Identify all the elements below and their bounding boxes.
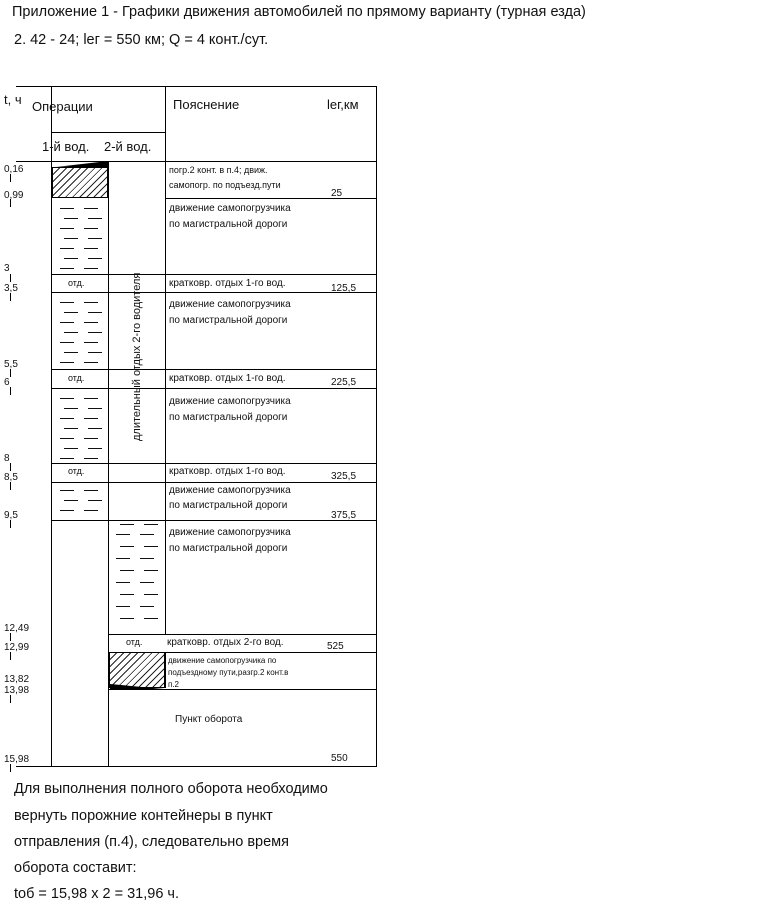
footer-line-2: вернуть порожние контейнеры в пункт bbox=[14, 808, 273, 824]
explanation-move-1: движение самопогрузчика bbox=[169, 396, 291, 407]
footer-line-3: отправления (п.4), следовательно время bbox=[14, 834, 290, 850]
explanation-move-2: по магистральной дороги bbox=[169, 543, 288, 554]
row-line bbox=[51, 388, 376, 389]
distance-label: 25 bbox=[331, 188, 343, 199]
explanation-rest-1: кратковр. отдых 1-го вод. bbox=[169, 278, 286, 289]
frame-top bbox=[16, 86, 377, 87]
time-label: 3,5 bbox=[4, 283, 18, 294]
explanation-move-2: по магистральной дороги bbox=[169, 315, 288, 326]
explanation-move-1: движение самопогрузчика bbox=[169, 527, 291, 538]
row-line bbox=[108, 634, 376, 635]
driver2-header: 2-й вод. bbox=[104, 139, 152, 154]
page-title: Приложение 1 - Графики движения автомоби… bbox=[12, 4, 586, 20]
explanation-last-1: движение самопогрузчика по bbox=[168, 656, 277, 665]
row-line bbox=[51, 463, 376, 464]
time-label: 13,98 bbox=[4, 685, 30, 696]
long-rest-label: длительный отдых 2-го водителя bbox=[131, 272, 143, 441]
time-label: 8,5 bbox=[4, 472, 18, 483]
page-subtitle: 2. 42 - 24; lег = 550 км; Q = 4 конт./су… bbox=[14, 32, 269, 48]
time-label: 5,5 bbox=[4, 359, 18, 370]
turnaround-point-label: Пункт оборота bbox=[175, 714, 243, 725]
row-line bbox=[165, 652, 166, 688]
time-label: 12,99 bbox=[4, 642, 30, 653]
explanation-move-1: движение самопогрузчика bbox=[169, 203, 291, 214]
loading-wedge bbox=[56, 161, 108, 168]
frame-bottom bbox=[16, 766, 377, 767]
subheader-line bbox=[51, 132, 165, 133]
distance-column-header: lег,км bbox=[327, 97, 359, 112]
rest-label-driver1: отд. bbox=[68, 466, 85, 476]
distance-label: 375,5 bbox=[331, 510, 357, 521]
time-label: 0,99 bbox=[4, 190, 24, 201]
header-bottom-line bbox=[16, 161, 377, 162]
explanation-move-1: движение самопогрузчика bbox=[169, 299, 291, 310]
footer-formula: tоб = 15,98 х 2 = 31,96 ч. bbox=[14, 886, 180, 902]
op-col-right-border bbox=[165, 86, 166, 634]
explanation-loading-1: погр.2 конт. в п.4; движ. bbox=[169, 165, 268, 175]
explanation-last-3: п.2 bbox=[168, 680, 180, 689]
time-label: 13,82 bbox=[4, 674, 30, 685]
rest-label-driver2: отд. bbox=[126, 637, 143, 647]
row-line bbox=[51, 292, 376, 293]
time-column-header: t, ч bbox=[4, 92, 22, 107]
distance-label: 525 bbox=[327, 641, 344, 652]
explanation-rest-1: кратковр. отдых 1-го вод. bbox=[169, 466, 286, 477]
distance-label: 325,5 bbox=[331, 471, 357, 482]
explanation-loading-2: самопогр. по подъезд.пути bbox=[169, 180, 281, 190]
explanation-last-2: подъездному пути,разгр.2 конт.в bbox=[168, 668, 289, 677]
rest-label-driver1: отд. bbox=[68, 278, 85, 288]
footer-line-4: оборота составит: bbox=[14, 860, 137, 876]
row-line bbox=[51, 520, 376, 521]
explanation-column-header: Пояснение bbox=[173, 97, 240, 112]
rest-label-driver1: отд. bbox=[68, 373, 85, 383]
footer-line-1: Для выполнения полного оборота необходим… bbox=[14, 781, 328, 797]
explanation-rest-2: кратковр. отдых 2-го вод. bbox=[167, 637, 284, 648]
row-line bbox=[108, 652, 376, 653]
frame-right bbox=[376, 86, 377, 766]
operations-column-header: Операции bbox=[32, 99, 93, 114]
explanation-move-2: по магистральной дороги bbox=[169, 219, 288, 230]
driver1-header: 1-й вод. bbox=[42, 139, 90, 154]
distance-label: 550 bbox=[331, 753, 348, 764]
explanation-move-2: по магистральной дороги bbox=[169, 500, 288, 511]
time-label: 6 bbox=[4, 377, 10, 388]
distance-label: 225,5 bbox=[331, 377, 357, 388]
time-label: 3 bbox=[4, 263, 10, 274]
distance-label: 125,5 bbox=[331, 283, 357, 294]
time-label: 15,98 bbox=[4, 754, 30, 765]
explanation-move-1: движение самопогрузчика bbox=[169, 485, 291, 496]
loading-hatch-block bbox=[52, 167, 108, 198]
time-label: 12,49 bbox=[4, 623, 30, 634]
unloading-wedge bbox=[110, 684, 164, 689]
time-label: 9,5 bbox=[4, 510, 18, 521]
row-line bbox=[51, 369, 376, 370]
row-line bbox=[51, 482, 376, 483]
time-label: 8 bbox=[4, 453, 10, 464]
explanation-move-2: по магистральной дороги bbox=[169, 412, 288, 423]
time-label: 0,16 bbox=[4, 164, 24, 175]
row-line bbox=[165, 198, 376, 199]
row-line bbox=[51, 274, 376, 275]
explanation-rest-1: кратковр. отдых 1-го вод. bbox=[169, 373, 286, 384]
row-line bbox=[108, 689, 376, 690]
op-col-left-border bbox=[51, 86, 52, 766]
